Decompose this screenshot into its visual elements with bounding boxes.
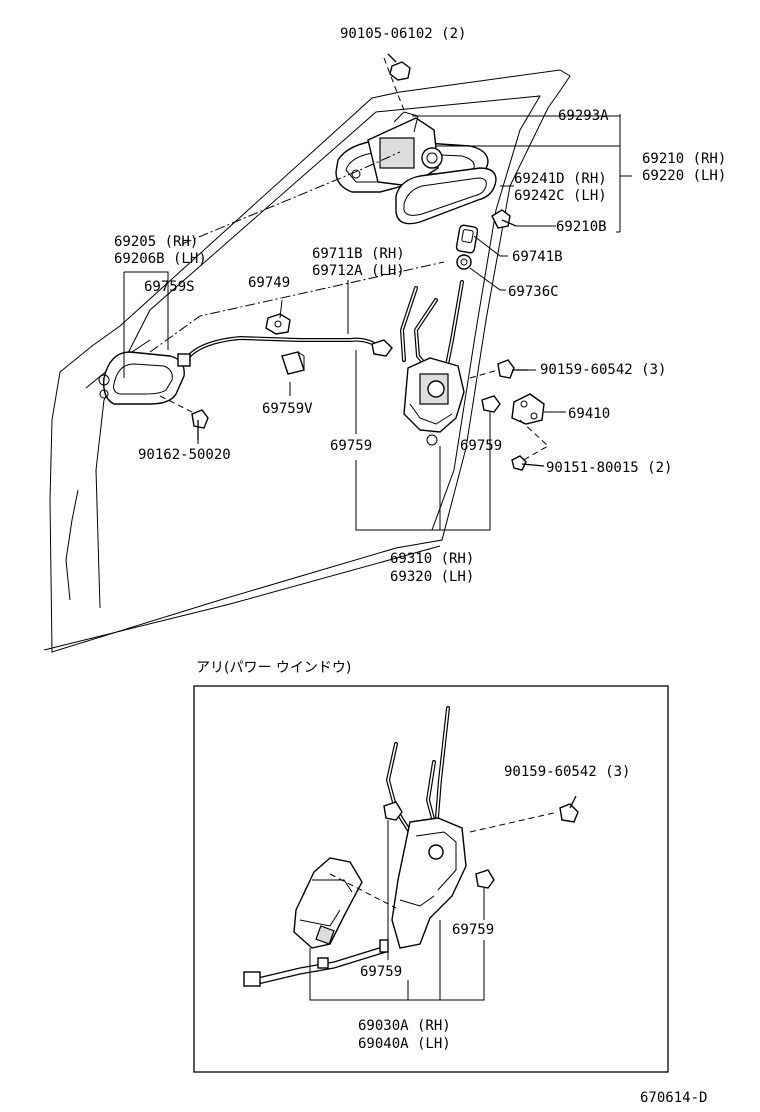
label-69220: 69220 (LH) xyxy=(642,168,726,184)
lock-bolt-icon xyxy=(497,359,528,379)
label-69711b: 69711B (RH) xyxy=(312,246,405,262)
handle-screw-icon xyxy=(491,209,517,229)
outside-handle-assembly xyxy=(335,111,489,193)
inside-handle-rod xyxy=(177,336,382,367)
label-bolt-top: 90105-06102 (2) xyxy=(340,26,466,42)
door-lock-assembly xyxy=(400,280,465,446)
rod-clip-icon xyxy=(481,395,501,413)
inset-label-69759-right: 69759 xyxy=(452,922,494,938)
label-69712a: 69712A (LH) xyxy=(312,263,405,279)
top-bolt-icon xyxy=(387,53,411,81)
label-bolt-striker: 90151-80015 (2) xyxy=(546,460,672,476)
inset-labels: 90159-60542 (3) 69759 69759 69030A (RH) … xyxy=(358,764,630,1052)
inset-label-69040a: 69040A (LH) xyxy=(358,1036,451,1052)
label-69210: 69210 (RH) xyxy=(642,151,726,167)
label-69749: 69749 xyxy=(248,275,290,291)
inset-label-69030a: 69030A (RH) xyxy=(358,1018,451,1034)
door-striker xyxy=(511,393,545,425)
drawing-code: 670614-D xyxy=(640,1090,707,1106)
power-lock-assembly xyxy=(243,706,467,987)
inset-clip-icon xyxy=(383,801,403,821)
inset-leader-lines xyxy=(309,820,485,1001)
label-69759v: 69759V xyxy=(262,401,313,417)
part-labels: 90105-06102 (2) 69293A 69210 (RH) 69220 … xyxy=(114,26,726,585)
rod-clip-icon xyxy=(456,254,472,270)
label-69242c: 69242C (LH) xyxy=(514,188,607,204)
door-panel-outline xyxy=(43,69,571,653)
handle-gasket xyxy=(395,167,497,225)
label-69293a: 69293A xyxy=(558,108,609,124)
label-69310: 69310 (RH) xyxy=(390,551,474,567)
inset-caption: アリ(パワー ウインドウ) xyxy=(196,660,351,676)
rod-clip-icon xyxy=(371,339,393,357)
inside-handle xyxy=(98,351,185,405)
label-69736c: 69736C xyxy=(508,284,559,300)
label-69206b: 69206B (LH) xyxy=(114,251,207,267)
inset-clip-icon xyxy=(475,869,495,889)
inset-label-69759-left: 69759 xyxy=(360,964,402,980)
label-69759-right: 69759 xyxy=(460,438,502,454)
label-69241d: 69241D (RH) xyxy=(514,171,607,187)
label-69759s: 69759S xyxy=(144,279,195,295)
label-69320: 69320 (LH) xyxy=(390,569,474,585)
label-69741b: 69741B xyxy=(512,249,563,265)
rod-clip-icon xyxy=(265,313,291,335)
inset-bolt-icon xyxy=(559,795,579,823)
label-69410: 69410 xyxy=(568,406,610,422)
inset-label-bolt: 90159-60542 (3) xyxy=(504,764,630,780)
handle-screw-icon xyxy=(191,409,209,440)
striker-bolt-icon xyxy=(511,455,545,471)
leader-lines xyxy=(123,114,632,531)
cushion-block xyxy=(281,351,305,375)
label-69759-left: 69759 xyxy=(330,438,372,454)
label-69205: 69205 (RH) xyxy=(114,234,198,250)
protector-clip xyxy=(455,224,479,254)
inset-frame xyxy=(193,685,669,1073)
label-69210b: 69210B xyxy=(556,219,607,235)
label-bolt-lock: 90159-60542 (3) xyxy=(540,362,666,378)
label-screw-handle: 90162-50020 xyxy=(138,447,231,463)
